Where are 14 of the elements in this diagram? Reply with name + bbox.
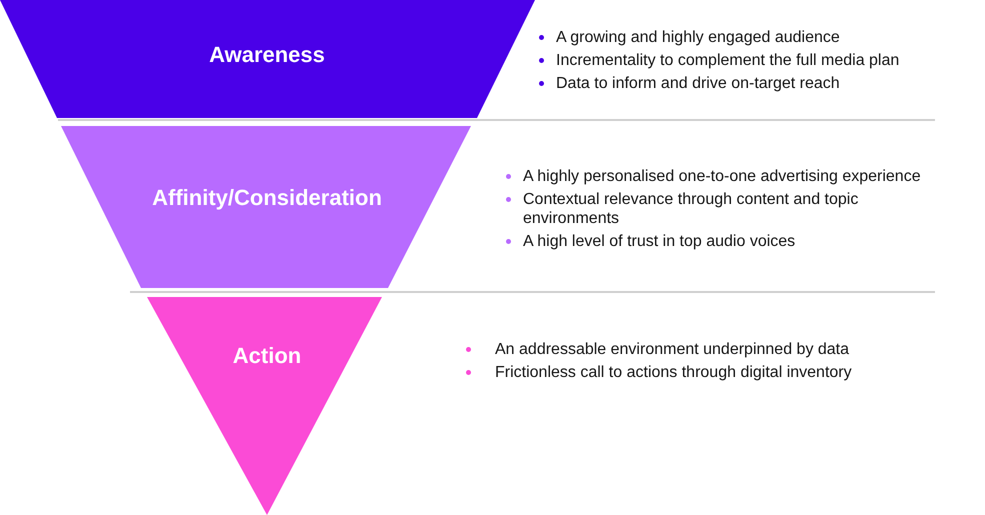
bullet-text: A high level of trust in top audio voices <box>523 232 796 251</box>
bullet-text: Data to inform and drive on-target reach <box>556 74 840 93</box>
bullet-text: Frictionless call to actions through digital inventory <box>495 363 852 382</box>
bullet-text: A growing and highly engaged audience <box>556 28 840 47</box>
bullet-text: An addressable environment underpinned by data <box>495 340 850 359</box>
stage-title: Awareness <box>209 42 325 68</box>
bullet-text: Incrementality to complement the full media plan <box>556 51 900 70</box>
funnel-segment <box>0 0 535 118</box>
bullet-text: A highly personalised one-to-one advertising experience <box>523 167 921 186</box>
funnel-segment <box>61 126 471 288</box>
stage-title: Affinity/Consideration <box>152 185 382 211</box>
funnel-segment <box>147 297 382 515</box>
stage-title: Action <box>232 343 302 369</box>
bullet-text: Contextual relevance through content and topic environments <box>523 190 860 228</box>
